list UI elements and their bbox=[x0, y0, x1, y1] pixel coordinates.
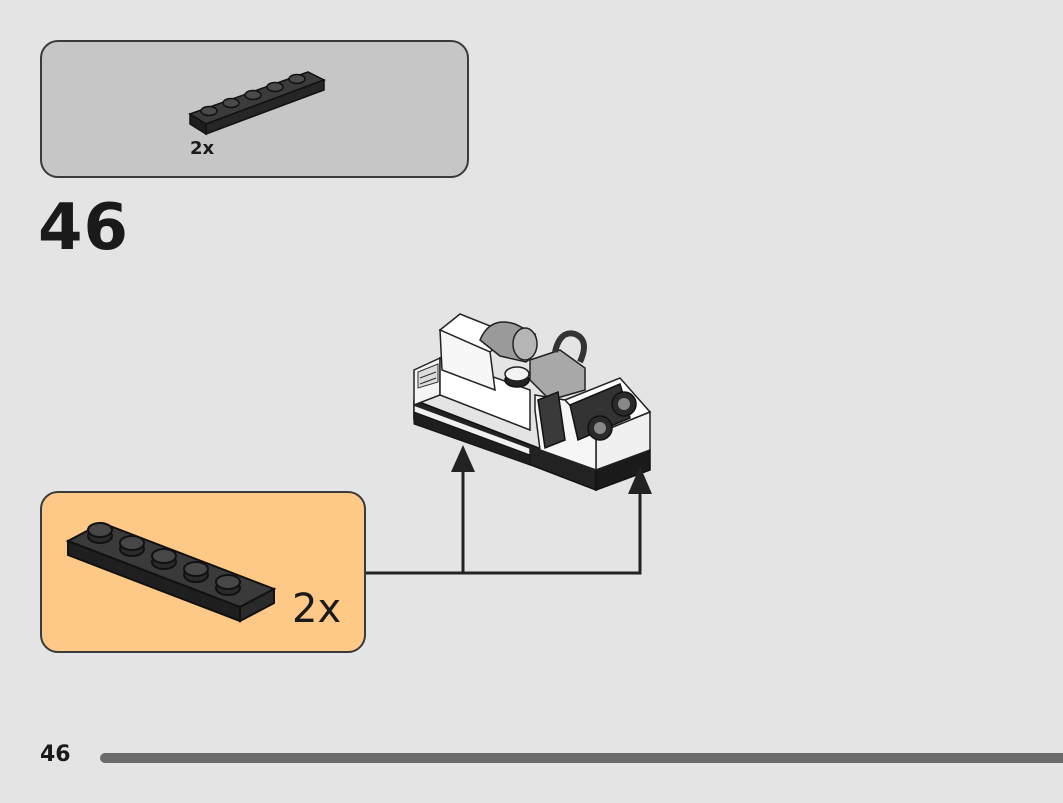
plate-1x6-black-icon bbox=[65, 521, 277, 623]
plate-1x6-black-icon bbox=[188, 71, 326, 136]
model-assembly-illustration bbox=[413, 313, 652, 492]
page-number: 46 bbox=[40, 742, 71, 767]
subassembly-quantity: 2x bbox=[292, 586, 342, 632]
parts-list-callout: 2x bbox=[40, 40, 469, 178]
subassembly-callout: 2x bbox=[40, 491, 366, 653]
progress-bar bbox=[100, 753, 1063, 763]
parts-quantity: 2x bbox=[190, 138, 215, 159]
step-number: 46 bbox=[38, 191, 130, 265]
